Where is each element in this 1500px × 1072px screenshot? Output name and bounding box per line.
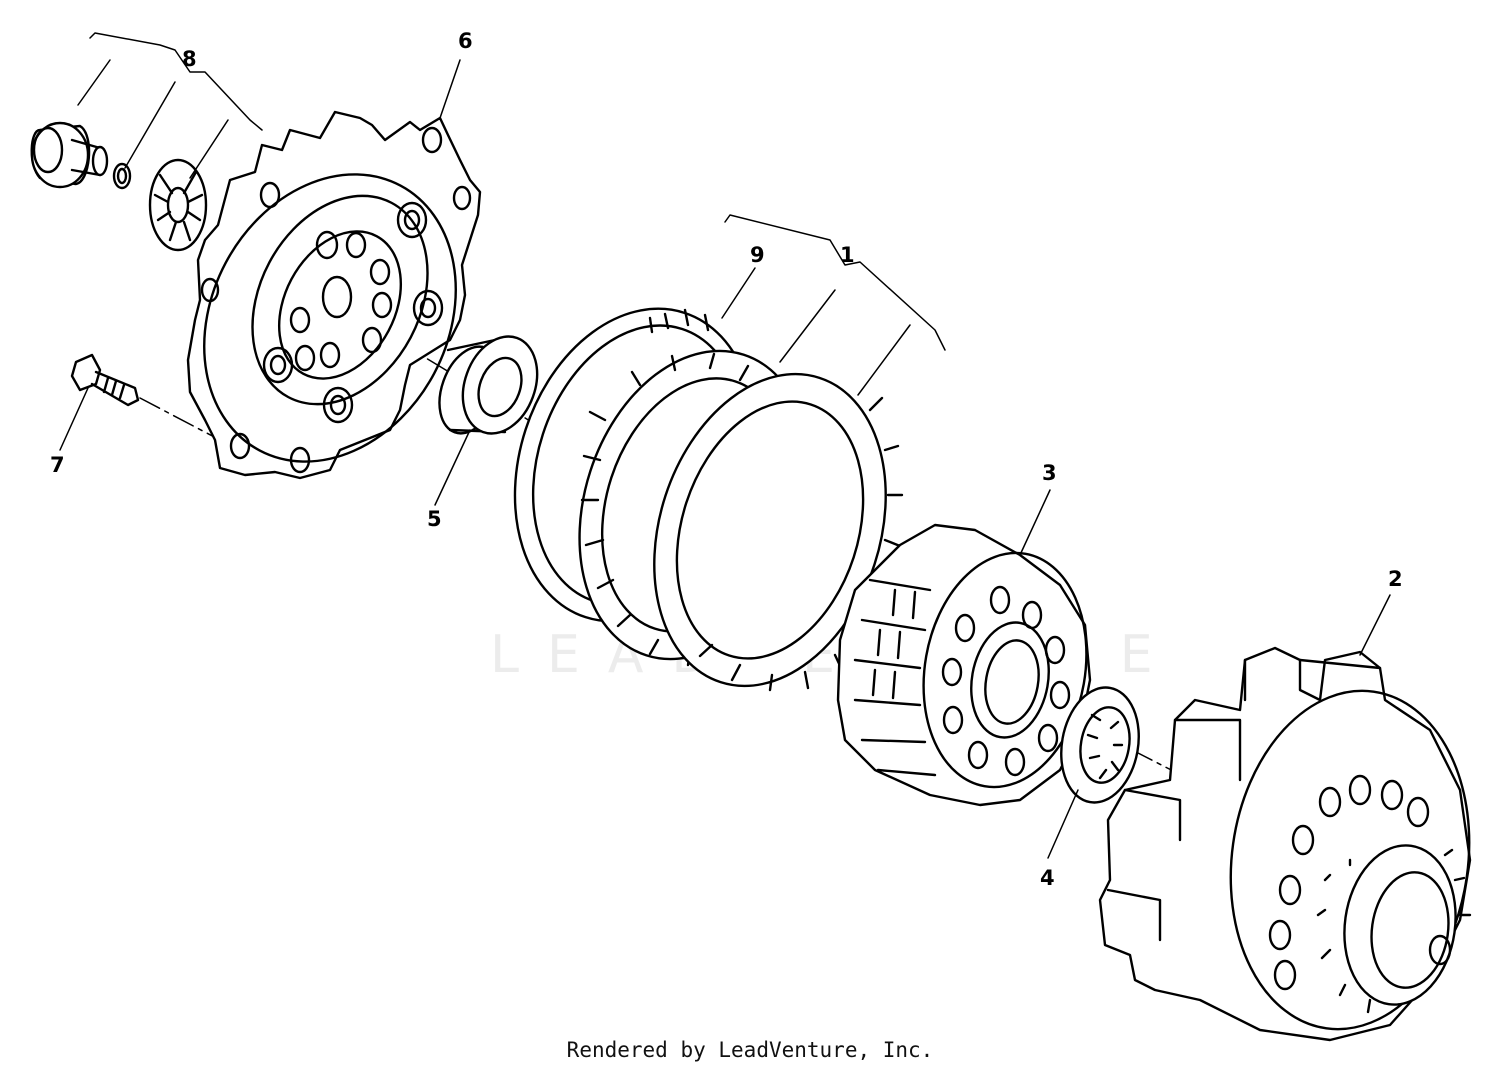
render-credit: Rendered by LeadVenture, Inc.: [566, 1038, 934, 1062]
part-2-clutch-housing: [1098, 646, 1472, 1042]
part-1-steel-plate: [653, 372, 904, 692]
callout-2: 2: [1388, 567, 1403, 591]
callout-9: 9: [750, 243, 765, 267]
part-8-collar-assembly: [30, 121, 208, 252]
part-5-bearing: [438, 335, 539, 435]
callout-5: 5: [427, 507, 442, 531]
part-3-clutch-hub: [836, 523, 1092, 807]
part-4-lock-washer: [1060, 686, 1140, 804]
callout-3: 3: [1042, 461, 1057, 485]
callout-8: 8: [182, 47, 197, 71]
part-7-bolt: [70, 353, 140, 407]
part-6-pressure-plate: [186, 110, 482, 480]
callout-4: 4: [1040, 866, 1055, 890]
callout-6: 6: [458, 29, 473, 53]
callout-7: 7: [50, 453, 65, 477]
leader-lines: [59, 32, 1391, 859]
callout-1: 1: [840, 243, 855, 267]
